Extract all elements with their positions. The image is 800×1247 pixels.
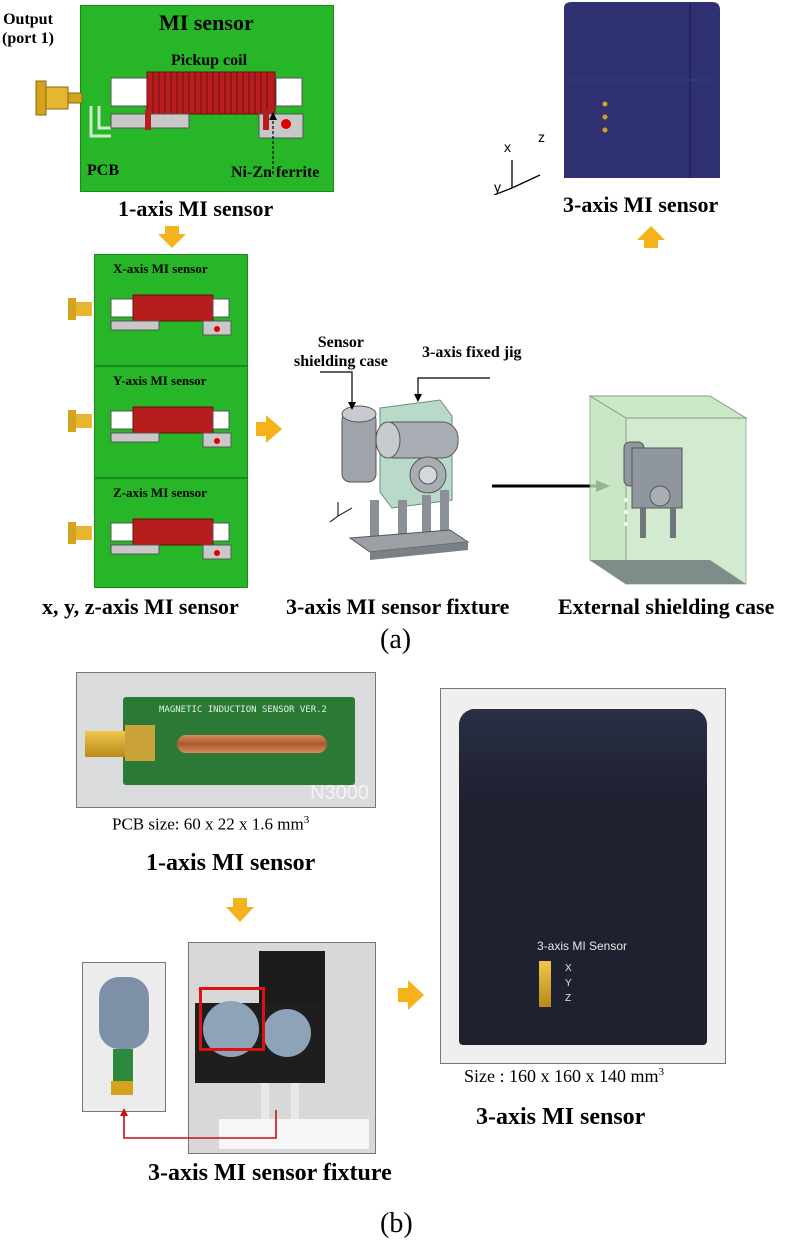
output-label: Output (port 1) (2, 10, 54, 48)
xyz-caption: x, y, z-axis MI sensor (42, 594, 239, 619)
shield-case-label: Sensor shielding case (294, 333, 388, 371)
output-label-line1: Output (3, 11, 53, 28)
one-axis-caption: 1-axis MI sensor (118, 196, 274, 221)
panel-b-tag: (b) (380, 1208, 413, 1239)
red-connector-line (120, 1108, 277, 1139)
x-axis-title: X-axis MI sensor (113, 261, 208, 276)
ch-y-label: Y (565, 978, 572, 989)
y-axis-pcb: Y-axis MI sensor (94, 366, 248, 478)
sma-connector-icon (35, 80, 83, 116)
three-axis-caption-top: 3-axis MI sensor (563, 192, 719, 217)
fixture-base (219, 1119, 369, 1149)
box-top (459, 709, 707, 799)
box-size-text: Size : 160 x 160 x 140 mm3 (464, 1066, 664, 1087)
leg-2 (291, 1083, 299, 1129)
box-photo: 3-axis MI Sensor X Y Z (440, 688, 726, 1064)
x-axis-pcb: X-axis MI sensor (94, 254, 248, 366)
shield-cap (99, 977, 149, 1049)
shield-case-line1: Sensor (317, 334, 365, 351)
fixed-jig-label: 3-axis fixed jig (422, 344, 522, 361)
photo-watermark: N3000 (310, 782, 369, 804)
jig-top-block (259, 951, 325, 1011)
fixture-render (320, 371, 490, 560)
pcb-size-sup: 3 (303, 814, 310, 826)
output-label-line2: (port 1) (2, 30, 54, 47)
box-connectors (539, 961, 551, 1007)
shield-cap-2 (263, 1009, 311, 1057)
sma-flange (125, 725, 155, 761)
axis-x-label: x (504, 139, 511, 155)
y-axis-coil-drawing (110, 406, 232, 448)
copper-coil (177, 735, 327, 753)
z-axis-coil-drawing (110, 518, 232, 560)
highlight-box (199, 987, 265, 1051)
panel-a-tag: (a) (380, 624, 412, 655)
axis-y-label: y (494, 179, 501, 195)
y-axis-title: Y-axis MI sensor (113, 373, 207, 388)
leg-1 (261, 1083, 269, 1129)
pcb-silkscreen: MAGNETIC INDUCTION SENSOR VER.2 (159, 705, 327, 715)
pcb-size-main: PCB size: 60 x 22 x 1.6 mm (112, 814, 304, 834)
right-arrow-b-icon (398, 980, 424, 1010)
sma-connector-photo (85, 731, 125, 757)
three-axis-caption-b: 3-axis MI sensor (476, 1104, 646, 1130)
pcb-photo: MAGNETIC INDUCTION SENSOR VER.2 N3000 (76, 672, 376, 808)
box-size-main: Size : 160 x 160 x 140 mm (464, 1066, 659, 1086)
mi-sensor-pcb-diagram: MI sensor Pickup coil PCB Ni-Zn ferrite (80, 5, 334, 192)
pcb-label: PCB (87, 162, 119, 179)
fixture-caption-b: 3-axis MI sensor fixture (148, 1160, 392, 1186)
mini-connector (111, 1081, 133, 1095)
pcb-size-text: PCB size: 60 x 22 x 1.6 mm3 (112, 814, 309, 835)
box-size-sup: 3 (658, 1066, 665, 1078)
shield-case-photo (82, 962, 166, 1112)
z-axis-title: Z-axis MI sensor (113, 485, 207, 500)
right-arrow-icon (256, 415, 282, 443)
ch-x-label: X (565, 963, 572, 974)
ferrite-label: Ni-Zn ferrite (231, 164, 320, 181)
pickup-coil-label: Pickup coil (171, 52, 248, 69)
fixture-photo (188, 942, 376, 1154)
z-axis-pcb: Z-axis MI sensor (94, 478, 248, 588)
three-axis-box-render: x z y (493, 2, 720, 195)
fixture-caption: 3-axis MI sensor fixture (286, 594, 510, 619)
down-arrow-b-icon (226, 898, 254, 922)
up-arrow-icon (637, 226, 665, 248)
down-arrow-icon (158, 226, 186, 248)
shield-case-line2: shielding case (294, 353, 388, 370)
box-label: 3-axis MI Sensor (537, 939, 628, 953)
ch-z-label: Z (565, 993, 572, 1004)
external-case-render (588, 395, 748, 585)
axis-z-label: z (538, 129, 545, 145)
x-axis-coil-drawing (110, 294, 232, 336)
mi-sensor-title: MI sensor (159, 10, 254, 35)
shield-cap-1 (203, 1001, 259, 1057)
mini-pcb (113, 1049, 133, 1089)
stack-connectors-icon (68, 298, 92, 544)
channel-labels: X Y Z (565, 961, 572, 1006)
one-axis-caption-b: 1-axis MI sensor (146, 850, 316, 876)
mi-sensor-schematic (89, 71, 304, 174)
external-caption: External shielding case (558, 594, 775, 619)
